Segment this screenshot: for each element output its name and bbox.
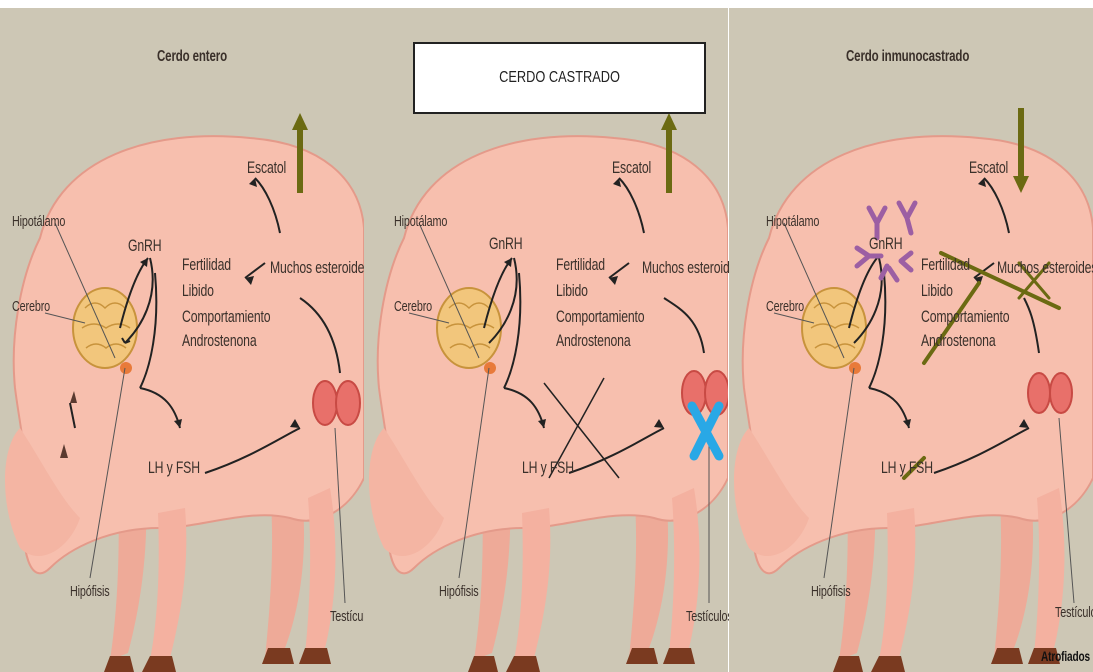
title-banner: CERDO CASTRADO [413, 42, 706, 114]
label-cerebro: Cerebro [394, 298, 432, 315]
label-androstenona: Androstenona [182, 331, 256, 351]
label-libido: Libido [921, 281, 953, 301]
label-libido: Libido [556, 281, 588, 301]
label-atrofiados: Atrofiados [1041, 648, 1090, 664]
banner-title: CERDO CASTRADO [499, 69, 620, 87]
label-testiculos: Testículos [686, 608, 733, 625]
label-androstenona: Androstenona [921, 331, 995, 351]
label-muchos-esteroides: Muchos esteroides [642, 258, 742, 278]
label-gnrh: GnRH [869, 234, 902, 254]
label-escatol: Escatol [612, 158, 651, 178]
label-gnrh: GnRH [489, 234, 522, 254]
label-lh-fsh: LH y FSH [522, 458, 574, 478]
label-cerebro: Cerebro [12, 298, 50, 315]
panel-title: Cerdo entero [157, 48, 227, 66]
label-hipotalamo: Hipotálamo [766, 213, 819, 230]
label-escatol: Escatol [247, 158, 286, 178]
label-hipotalamo: Hipotálamo [394, 213, 447, 230]
label-libido: Libido [182, 281, 214, 301]
label-hipofisis: Hipófisis [70, 583, 110, 600]
label-hipofisis: Hipófisis [439, 583, 479, 600]
panel-cerdo-inmunocastrado: Cerdo inmunocastrado Hipotálamo Cerebro … [729, 8, 1093, 672]
label-testiculos: Testículos [1055, 604, 1093, 621]
label-hipotalamo: Hipotálamo [12, 213, 65, 230]
label-muchos-esteroides: Muchos esteroides [270, 258, 370, 278]
label-gnrh: GnRH [128, 236, 161, 256]
label-cerebro: Cerebro [766, 298, 804, 315]
panel-cerdo-entero: Cerdo entero Hipotálamo Cerebro GnRH Esc… [0, 8, 364, 672]
label-androstenona: Androstenona [556, 331, 630, 351]
label-lh-fsh: LH y FSH [881, 458, 933, 478]
label-comportamiento: Comportamiento [921, 307, 1009, 327]
label-lh-fsh: LH y FSH [148, 458, 200, 478]
top-margin [0, 0, 1093, 8]
panel-title: Cerdo inmunocastrado [846, 48, 969, 66]
label-fertilidad: Fertilidad [556, 255, 605, 275]
label-muchos-esteroides: Muchos esteroides [997, 258, 1093, 278]
label-escatol: Escatol [969, 158, 1008, 178]
label-fertilidad: Fertilidad [182, 255, 231, 275]
label-comportamiento: Comportamiento [556, 307, 644, 327]
label-fertilidad: Fertilidad [921, 255, 970, 275]
label-hipofisis: Hipófisis [811, 583, 851, 600]
pig-illustration [729, 8, 1093, 672]
label-comportamiento: Comportamiento [182, 307, 270, 327]
